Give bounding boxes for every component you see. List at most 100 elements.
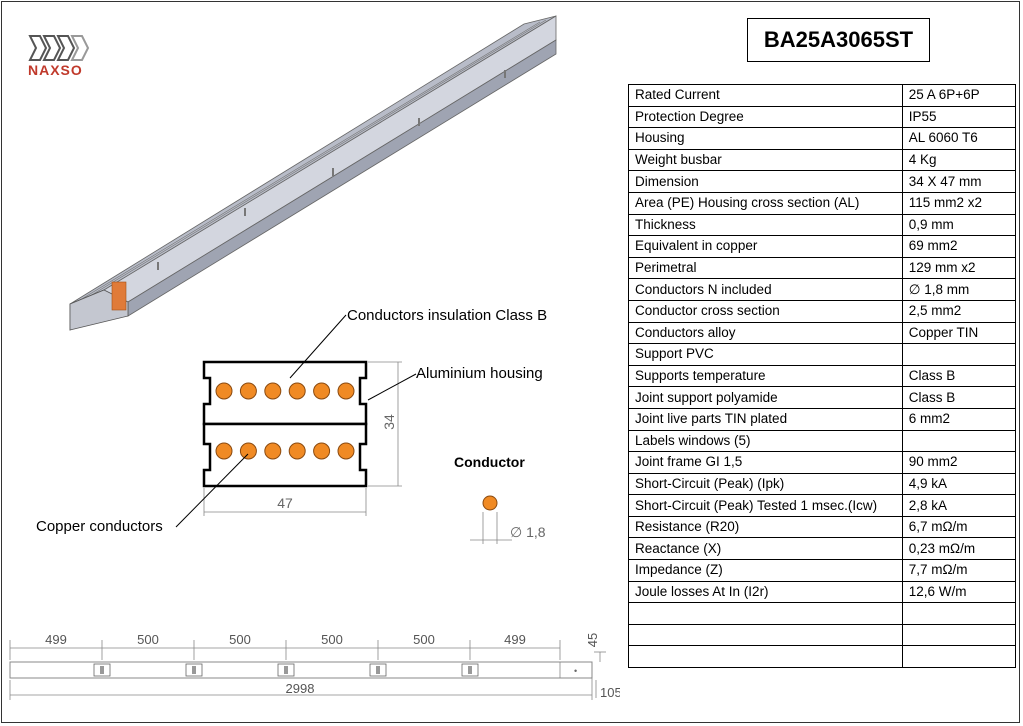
spec-label [628,602,903,625]
conductor-dot [215,442,233,460]
spec-row: Joule losses At In (I2r)12,6 W/m [628,580,1017,604]
width-dimension: 47 [277,495,293,511]
segment-length-label: 499 [45,632,67,647]
conductor-detail: Conductor ∅ 1,8 [454,454,546,544]
spec-value: 7,7 mΩ/m [901,559,1017,582]
conductor-dot [239,382,257,400]
insulation-label: Conductors insulation Class B [347,307,547,324]
spec-value: 4 Kg [901,148,1017,172]
spec-label: Reactance (X) [628,537,903,561]
spec-value: 0,9 mm [901,213,1017,237]
conductor-dot [337,442,355,460]
spec-value: 0,23 mΩ/m [901,537,1017,561]
conductor-dot [313,382,331,400]
spec-row: Resistance (R20)6,7 mΩ/m [628,515,1017,539]
spec-value: ∅ 1,8 mm [901,278,1017,301]
spec-label: Resistance (R20) [628,515,903,539]
spec-value: Class B [901,386,1017,409]
spec-value: 129 mm x2 [901,256,1017,280]
busbar-3d-view [69,15,557,331]
conductor-dot [264,382,282,400]
spec-label: Short-Circuit (Peak) (Ipk) [628,472,903,496]
top-height-dim: 45 [585,633,600,647]
segment-length-label: 500 [137,632,159,647]
spec-row [628,623,1017,647]
conductor-dot [313,442,331,460]
spec-row [628,645,1017,669]
product-code: BA25A3065ST [747,18,930,62]
brand-logo-text: NAXSO [28,62,83,78]
spec-value [901,429,1017,453]
spec-value: 6 mm2 [901,407,1017,431]
spec-label: Labels windows (5) [628,429,903,453]
spec-value: Copper TIN [901,321,1017,345]
spec-value [901,343,1017,366]
copper-conductors-label: Copper conductors [36,518,163,535]
cross-section-view: 34 47 Conductors insulation Class B Alum… [36,307,547,535]
spec-row: Impedance (Z)7,7 mΩ/m [628,559,1017,582]
total-length: 2998 [286,681,315,696]
conductor-dot [215,382,233,400]
spec-value [901,602,1017,625]
conductor-dot [288,382,306,400]
spec-value: IP55 [901,105,1017,129]
spec-label: Thickness [628,213,903,237]
spec-label: Conductors alloy [628,321,903,345]
spec-label [628,645,903,669]
spec-label: Housing [628,127,903,150]
spec-label: Joint frame GI 1,5 [628,451,903,474]
spec-value: 69 mm2 [901,235,1017,258]
naxso-logo-icon [28,35,90,61]
spec-label: Perimetral [628,256,903,280]
spec-value: 6,7 mΩ/m [901,515,1017,539]
spec-label: Equivalent in copper [628,235,903,258]
housing-label: Aluminium housing [416,365,543,382]
spec-value [901,645,1017,669]
spec-value: 4,9 kA [901,472,1017,496]
conductor-dot [288,442,306,460]
spec-label: Weight busbar [628,148,903,172]
spec-label: Rated Current [628,84,903,107]
spec-label: Area (PE) Housing cross section (AL) [628,191,903,215]
spec-label: Dimension [628,170,903,193]
segment-length-label: 499 [504,632,526,647]
spec-row: Short-Circuit (Peak) Tested 1 msec.(Icw)… [628,494,1017,517]
spec-value [901,623,1017,647]
spec-label: Support PVC [628,343,903,366]
conductor-dot [239,442,257,460]
segment-length-label: 500 [413,632,435,647]
end-dimension: 105 [600,685,620,700]
spec-value: 25 A 6P+6P [901,84,1017,107]
conductor-detail-title: Conductor [454,454,525,470]
spec-label: Joule losses At In (I2r) [628,580,903,604]
spec-value: AL 6060 T6 [901,127,1017,150]
spec-value: 2,8 kA [901,494,1017,517]
spec-value: 34 X 47 mm [901,170,1017,193]
conductor-diameter: ∅ 1,8 [510,524,546,540]
spec-row: Area (PE) Housing cross section (AL)115 … [628,191,1017,215]
technical-drawing: 34 47 Conductors insulation Class B Alum… [9,15,620,700]
segment-length-label: 500 [321,632,343,647]
spec-label: Conductor cross section [628,299,903,323]
spec-row: Labels windows (5) [628,429,1017,453]
spec-row: Reactance (X)0,23 mΩ/m [628,537,1017,561]
spec-row: Conductors N included∅ 1,8 mm [628,278,1017,301]
spec-label: Conductors N included [628,278,903,301]
segment-length-label: 500 [229,632,251,647]
spec-label: Joint support polyamide [628,386,903,409]
spec-row: Short-Circuit (Peak) (Ipk)4,9 kA [628,472,1017,496]
